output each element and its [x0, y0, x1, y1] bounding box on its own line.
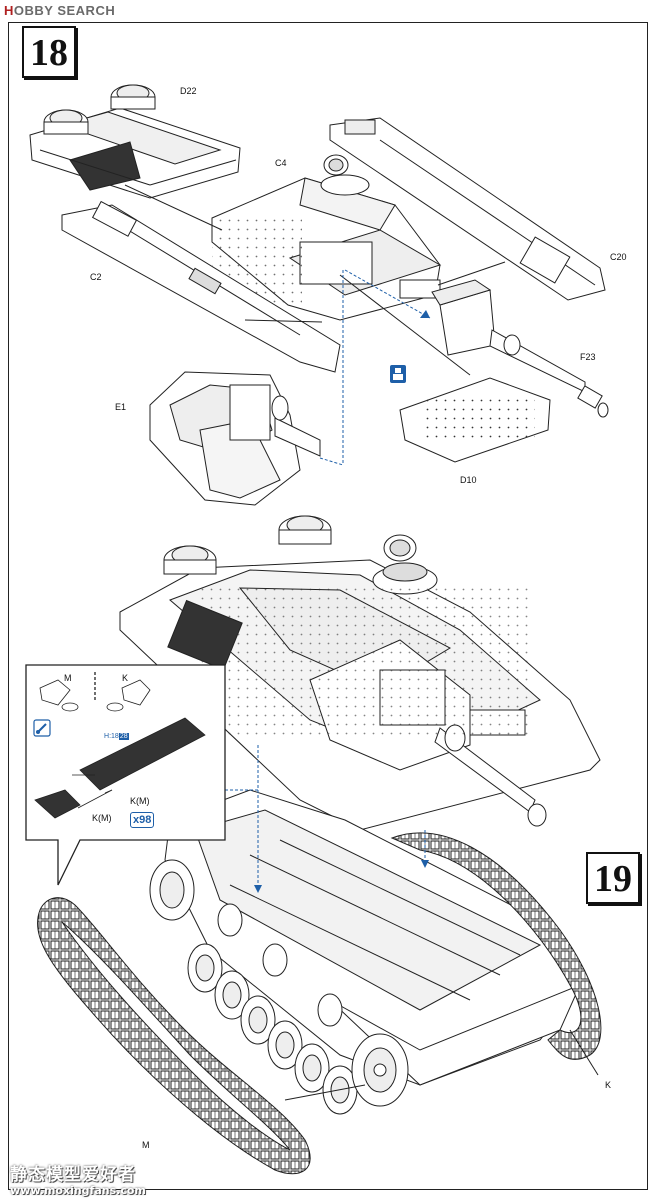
part-label-c2: C2 [90, 272, 102, 282]
part-label-e1: E1 [115, 402, 127, 412]
left-track-m [36, 897, 311, 1175]
inset-parts-reference: H:1828 [104, 733, 129, 740]
part-label-c20: C20 [610, 252, 627, 262]
brush-icon [33, 719, 51, 737]
step18-arrows [124, 184, 506, 376]
step18-blue-guides [319, 269, 431, 466]
instruction-page-frame [8, 22, 648, 1190]
inset-label-m: M [64, 673, 72, 683]
superstructure-c4 [211, 154, 442, 321]
gun-breech-e1 [149, 371, 321, 506]
moxingfans-watermark: 静态模型爱好者 www.moxingfans.com [10, 1165, 146, 1197]
inset-label-km-lower: K(M) [92, 813, 112, 823]
road-wheels [149, 859, 409, 1115]
step-number-18: 18 [22, 26, 76, 78]
part-label-k: K [605, 1080, 612, 1090]
upper-hull-assembly [119, 515, 601, 831]
front-plate-d10 [399, 377, 551, 463]
part-label-f23: F23 [580, 352, 596, 362]
hobbysearch-watermark: HOBBY SEARCH [4, 3, 116, 18]
inset-label-k: K [122, 673, 129, 683]
part-label-d10: D10 [460, 475, 477, 485]
track-link-inset [25, 664, 226, 886]
step-number-19: 19 [586, 852, 640, 904]
inset-label-km-upper: K(M) [130, 796, 150, 806]
part-label-m: M [142, 1140, 150, 1150]
cement-icon [390, 365, 406, 383]
quantity-badge: x98 [130, 812, 155, 828]
rear-deck-d22 [29, 84, 241, 199]
step19-arrows [284, 1029, 599, 1101]
step19-blue-guides [225, 745, 426, 885]
part-label-c4: C4 [275, 158, 287, 168]
right-track-k [390, 832, 602, 1060]
left-fender-c2 [61, 200, 341, 373]
part-label-d22: D22 [180, 86, 197, 96]
right-fender-c20 [329, 117, 606, 301]
gun-mantlet-f23 [431, 279, 609, 418]
